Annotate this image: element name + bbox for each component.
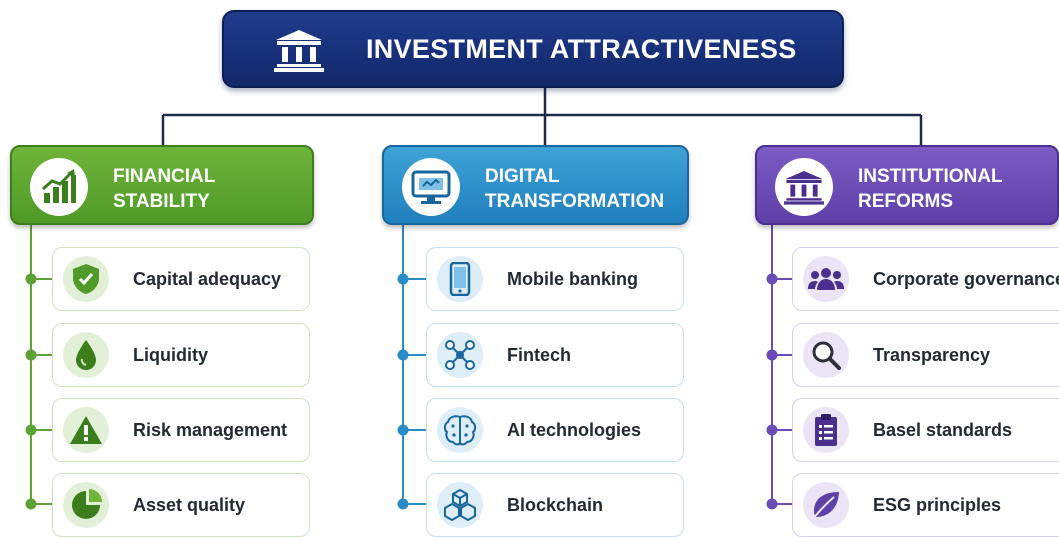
list-item: AI technologies (426, 398, 684, 462)
people-group-icon (803, 256, 849, 302)
brain-circuit-icon (437, 407, 483, 453)
item-label: Capital adequacy (133, 269, 282, 289)
growth-chart-icon (42, 169, 76, 203)
warning-icon (63, 407, 109, 453)
category-digital-transformation: DIGITAL TRANSFORMATION (382, 145, 689, 225)
category-title-line1: FINANCIAL (113, 166, 216, 187)
item-label: Basel standards (873, 420, 1013, 440)
list-item: Blockchain (426, 473, 684, 537)
bank-icon (784, 171, 824, 205)
item-label: Asset quality (133, 495, 246, 515)
category-icon-badge (30, 158, 88, 216)
list-item: Asset quality (52, 473, 310, 537)
root-title: INVESTMENT ATTRACTIVENESS (366, 34, 797, 64)
category-financial-stability: FINANCIAL STABILITY (10, 145, 314, 225)
category-title-line1: INSTITUTIONAL (858, 166, 1003, 187)
list-item: Basel standards (792, 398, 1059, 462)
category-icon-badge (402, 158, 460, 216)
item-label: AI technologies (507, 420, 642, 440)
blocks-icon (437, 482, 483, 528)
category-title-line2: STABILITY (113, 191, 210, 212)
item-label: Transparency (873, 345, 991, 365)
list-item: Fintech (426, 323, 684, 387)
category-icon-badge (775, 158, 833, 216)
category-title: FINANCIAL STABILITY (113, 164, 303, 214)
item-label: Corporate governance (873, 269, 1059, 289)
water-drop-icon (63, 332, 109, 378)
category-institutional-reforms: INSTITUTIONAL REFORMS (755, 145, 1059, 225)
clipboard-checklist-icon (803, 407, 849, 453)
list-item: Capital adequacy (52, 247, 310, 311)
list-item: ESG principles (792, 473, 1059, 537)
category-title-line1: DIGITAL (485, 166, 560, 187)
list-item: Mobile banking (426, 247, 684, 311)
category-title-line2: REFORMS (858, 191, 953, 212)
item-label: ESG principles (873, 495, 1002, 515)
category-title: INSTITUTIONAL REFORMS (858, 164, 1048, 214)
root-node: INVESTMENT ATTRACTIVENESS (222, 10, 844, 88)
list-item: Corporate governance (792, 247, 1059, 311)
item-label: Mobile banking (507, 269, 639, 289)
item-label: Risk management (133, 420, 288, 440)
magnifier-icon (803, 332, 849, 378)
smartphone-icon (437, 256, 483, 302)
list-item: Liquidity (52, 323, 310, 387)
category-title: DIGITAL TRANSFORMATION (485, 164, 675, 214)
category-title-line2: TRANSFORMATION (485, 191, 665, 212)
list-item: Risk management (52, 398, 310, 462)
pie-chart-icon (63, 482, 109, 528)
list-item: Transparency (792, 323, 1059, 387)
leaf-icon (803, 482, 849, 528)
item-label: Blockchain (507, 495, 604, 515)
monitor-icon (411, 170, 451, 204)
bank-icon (274, 30, 324, 72)
network-nodes-icon (437, 332, 483, 378)
item-label: Liquidity (133, 345, 208, 365)
item-label: Fintech (507, 345, 572, 365)
shield-check-icon (63, 256, 109, 302)
